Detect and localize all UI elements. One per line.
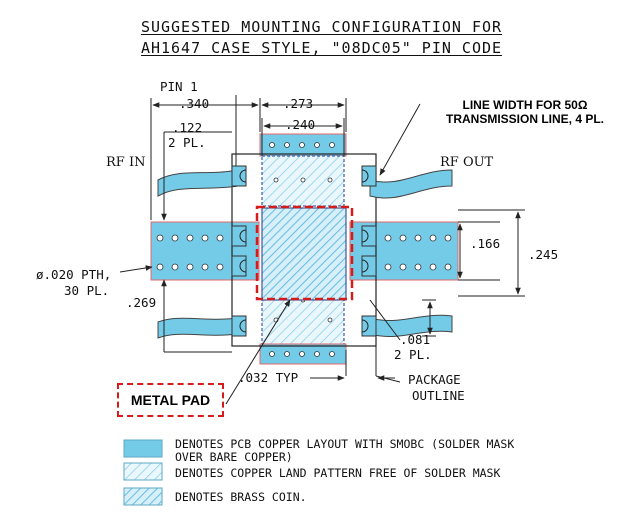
dim-081-label: .081 bbox=[400, 332, 431, 347]
via-holes bbox=[156, 142, 452, 357]
legend-swatch-brass-coin bbox=[123, 487, 163, 506]
dim-122-note: 2 PL. bbox=[168, 135, 206, 150]
package-outline bbox=[231, 153, 377, 347]
dim-081-note: 2 PL. bbox=[394, 347, 432, 362]
dim-032-label: .032 TYP bbox=[238, 370, 299, 385]
dim-269-label: .269 bbox=[126, 295, 157, 310]
bottom-land-pad bbox=[259, 299, 347, 365]
pth-label: ø.020 PTH, bbox=[36, 267, 112, 282]
brass-coin bbox=[261, 207, 347, 301]
dimension-lines bbox=[119, 95, 525, 405]
diagram-title-line-2: AH1647 CASE STYLE, "08DC05" PIN CODE bbox=[140, 39, 503, 57]
dim-240-label: .240 bbox=[285, 117, 316, 132]
legend-brass-coin-text: DENOTES BRASS COIN. bbox=[175, 490, 307, 504]
line-width-note-line-1: LINE WIDTH FOR 50Ω bbox=[462, 98, 588, 112]
pin1-label: PIN 1 bbox=[160, 79, 198, 94]
legend-copper-text: DENOTES PCB COPPER LAYOUT WITH SMOBC (SO… bbox=[175, 438, 514, 464]
line-width-note: LINE WIDTH FOR 50Ω TRANSMISSION LINE, 4 … bbox=[425, 98, 625, 126]
rf-out-label: RF OUT bbox=[440, 155, 494, 170]
dim-245-label: .245 bbox=[528, 247, 559, 262]
diagram-title-line-1: SUGGESTED MOUNTING CONFIGURATION FOR bbox=[140, 18, 503, 36]
dim-166-label: .166 bbox=[470, 236, 501, 251]
legend-land-pattern-text: DENOTES COPPER LAND PATTERN FREE OF SOLD… bbox=[175, 466, 501, 480]
legend-swatch-land-pattern bbox=[123, 462, 163, 481]
line-width-note-line-2: TRANSMISSION LINE, 4 PL. bbox=[445, 112, 604, 126]
outline-label: OUTLINE bbox=[412, 388, 465, 403]
legend-copper-text-line-1: DENOTES PCB COPPER LAYOUT WITH SMOBC (SO… bbox=[175, 437, 515, 451]
legend-swatch-copper bbox=[123, 439, 163, 458]
metal-pad-label: METAL PAD bbox=[117, 383, 224, 417]
dim-122-label: .122 bbox=[172, 120, 203, 135]
rf-in-label: RF IN bbox=[106, 155, 146, 170]
dim-273-label: .273 bbox=[283, 96, 314, 111]
package-label: PACKAGE bbox=[408, 372, 461, 387]
legend-copper-text-line-2: OVER BARE COPPER) bbox=[175, 450, 293, 464]
pth-count-label: 30 PL. bbox=[64, 283, 110, 298]
dim-340-label: .340 bbox=[179, 96, 210, 111]
metal-pad-highlight bbox=[255, 205, 354, 301]
